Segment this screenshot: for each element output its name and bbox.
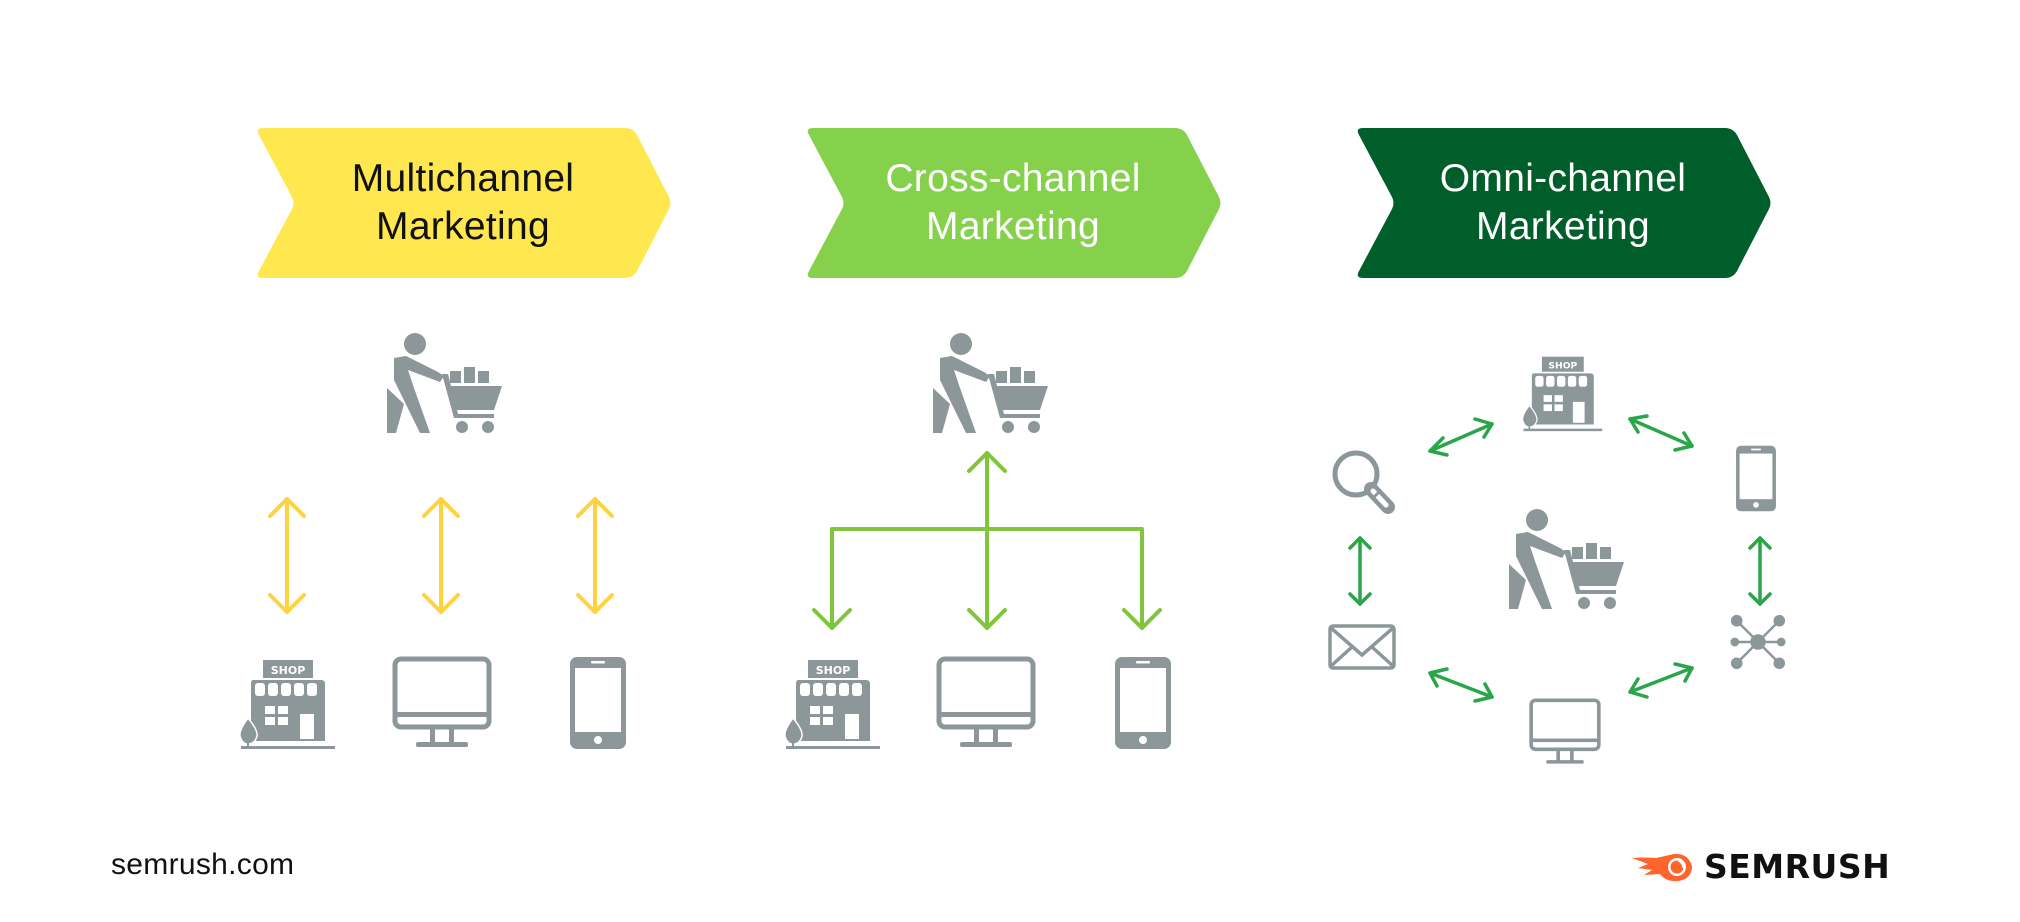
shop-storefront-icon xyxy=(239,659,336,750)
shopper-with-cart-icon xyxy=(387,333,502,433)
merged-arrow-tree xyxy=(812,451,1162,630)
smartphone-icon xyxy=(1115,657,1171,749)
arrow-desktop-email xyxy=(1428,667,1494,703)
chevron-shape xyxy=(257,128,671,278)
source-url: semrush.com xyxy=(111,848,295,881)
magnifier-icon xyxy=(1335,453,1388,507)
double-arrow-shop xyxy=(268,497,306,614)
banner-title-line1: Omni-channel xyxy=(1439,157,1687,200)
yellow-bidirectional-arrows xyxy=(268,497,614,614)
banner-cross-channel-marketing: Cross-channel Marketing xyxy=(805,128,1221,278)
multichannel-diagram xyxy=(239,333,626,750)
banner-title-line2: Marketing xyxy=(1476,205,1650,248)
smartphone-icon xyxy=(1736,445,1776,512)
semrush-wordmark: SEMRUSH xyxy=(1704,846,1891,886)
shopper-with-cart-icon xyxy=(933,333,1048,433)
branch-line xyxy=(830,527,1144,630)
banner-title-line1: Multichannel xyxy=(351,157,575,200)
ring-arrows xyxy=(1348,414,1772,703)
shopper-with-cart-icon xyxy=(1509,509,1624,609)
chevron-shape xyxy=(807,128,1221,278)
desktop-monitor-icon xyxy=(395,659,489,747)
arrow-search-shop xyxy=(1428,417,1494,457)
semrush-logo: SEMRUSH xyxy=(1630,846,1890,886)
envelope-icon xyxy=(1328,624,1396,670)
shop-storefront-icon xyxy=(784,659,881,750)
banner-title-line2: Marketing xyxy=(926,205,1100,248)
banner-omni-channel-marketing: Omni-channel Marketing xyxy=(1355,128,1771,278)
double-arrow-desktop xyxy=(422,497,460,614)
shop-storefront-icon xyxy=(1521,356,1603,432)
banner-title-line1: Cross-channel xyxy=(885,157,1141,200)
banner-title-line2: Marketing xyxy=(376,205,550,248)
arrow-network-desktop xyxy=(1628,662,1694,699)
arrow-shop-mobile xyxy=(1628,414,1694,452)
double-arrow-mobile xyxy=(576,497,614,614)
desktop-monitor-icon xyxy=(939,659,1033,747)
arrow-email-search xyxy=(1348,536,1372,606)
omni-channel-diagram xyxy=(1328,356,1787,766)
network-hub-icon xyxy=(1729,613,1787,671)
arrowhead-down-desktop xyxy=(967,608,1007,630)
banner-multichannel-marketing: Multichannel Marketing xyxy=(255,128,671,278)
arrowhead-down-mobile xyxy=(1122,608,1162,630)
desktop-monitor-icon xyxy=(1529,698,1601,766)
arrow-mobile-network xyxy=(1748,536,1772,606)
cross-channel-diagram xyxy=(784,333,1171,750)
smartphone-icon xyxy=(570,657,626,749)
arrowhead-up-shopper xyxy=(967,451,1007,473)
semrush-fireball-icon xyxy=(1632,853,1692,882)
chevron-shape xyxy=(1357,128,1771,278)
arrowhead-down-shop xyxy=(812,608,852,630)
